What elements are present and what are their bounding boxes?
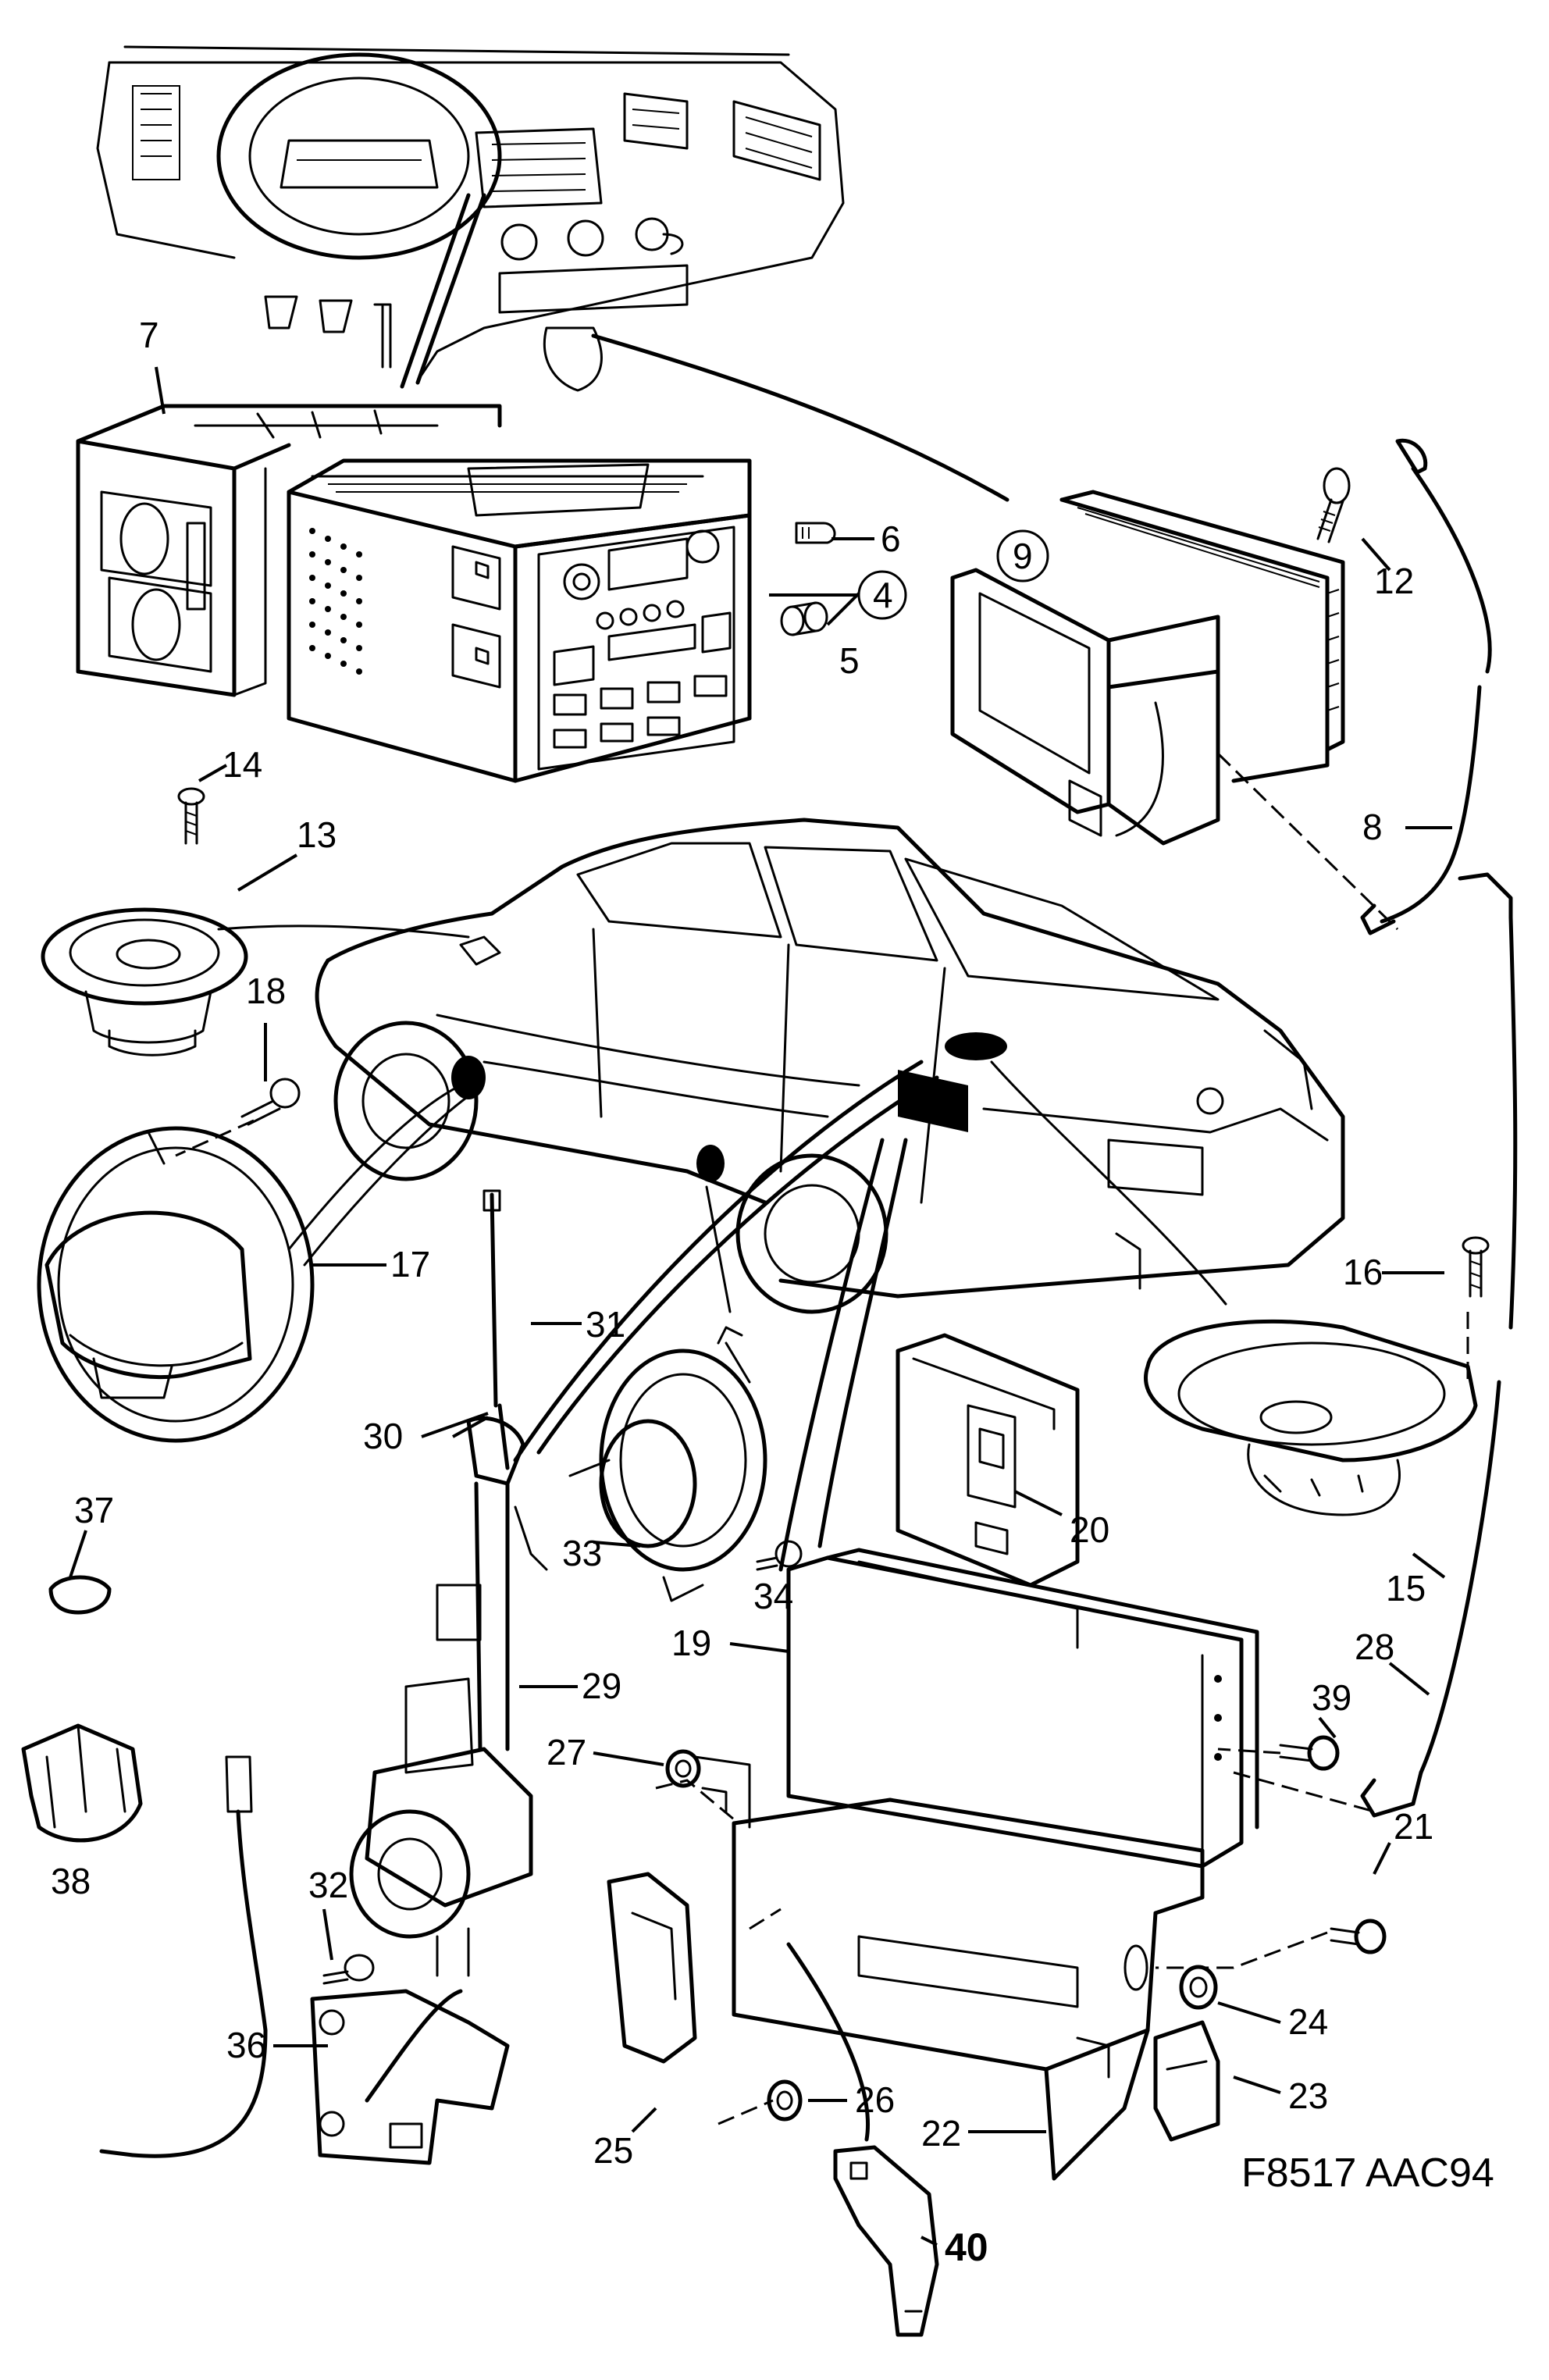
figure-reference: F8517 AAC94 xyxy=(1241,2150,1494,2196)
callout-19: 19 xyxy=(671,1623,711,1663)
callout-7: 7 xyxy=(139,315,159,355)
callout-33: 33 xyxy=(562,1533,602,1573)
rear-shelf-speaker-15 xyxy=(1144,1319,1478,1516)
rear-shelf-speaker-location xyxy=(945,1032,1007,1060)
screw-32 xyxy=(322,1954,375,1985)
callout-22: 22 xyxy=(921,2113,961,2154)
screw-12 xyxy=(1316,467,1351,543)
front-door-speaker-location xyxy=(451,1056,486,1099)
rear-door-speaker-location xyxy=(696,1145,725,1182)
callout-30: 30 xyxy=(363,1416,403,1456)
cable-28 xyxy=(1360,872,1518,1818)
screw-34 xyxy=(756,1540,803,1571)
bracket-40 xyxy=(833,2145,939,2337)
callout-38: 38 xyxy=(51,1861,91,1901)
callout-34: 34 xyxy=(753,1576,793,1616)
callout-24: 24 xyxy=(1288,2001,1328,2042)
callout-36: 36 xyxy=(226,2025,266,2065)
cd-changer-bracket xyxy=(693,1755,1205,2181)
door-speaker-17 xyxy=(37,1126,315,1443)
steering-wheel xyxy=(216,52,502,260)
callout-9: 9 xyxy=(1013,536,1033,576)
screw-18 xyxy=(240,1078,301,1126)
callout-16: 16 xyxy=(1343,1252,1383,1292)
callout-21: 21 xyxy=(1394,1806,1433,1847)
antenna-cable-36 xyxy=(99,1755,268,2158)
callout-29: 29 xyxy=(582,1666,621,1706)
nut-26 xyxy=(767,2079,803,2122)
antenna-bracket xyxy=(310,1989,510,2165)
power-antenna xyxy=(349,1189,548,1977)
speaker-grille-holes xyxy=(309,528,362,675)
callout-14: 14 xyxy=(223,744,262,785)
rear-door-speaker-33 xyxy=(568,1326,767,1602)
tweeter-speaker xyxy=(41,907,248,1056)
callout-37: 37 xyxy=(74,1490,114,1530)
cd-changer-cover xyxy=(896,1333,1080,1587)
clip-38 xyxy=(21,1723,143,1843)
amplifier-unit xyxy=(1059,490,1345,783)
callout-ring-4 xyxy=(857,570,907,620)
callout-ring-9 xyxy=(996,529,1049,583)
radio-unit xyxy=(287,458,752,783)
plug-37 xyxy=(48,1575,112,1615)
bracket-23 xyxy=(1153,2020,1220,2142)
car-illustration xyxy=(315,818,1345,1314)
callout-6: 6 xyxy=(881,518,901,559)
callout-20: 20 xyxy=(1070,1509,1109,1550)
callout-4: 4 xyxy=(873,575,893,615)
screw-39 xyxy=(1279,1735,1340,1771)
callout-5: 5 xyxy=(839,640,860,681)
cd-changer xyxy=(786,1548,1259,1869)
nut-27 xyxy=(665,1749,701,1788)
callout-40: 40 xyxy=(945,2225,988,2269)
callout-23: 23 xyxy=(1288,2075,1328,2116)
screw-16 xyxy=(1462,1236,1490,1298)
callout-13: 13 xyxy=(297,814,337,855)
connection-wires xyxy=(217,333,1227,2142)
cable-8 xyxy=(1360,438,1492,935)
bulb-part xyxy=(795,522,836,544)
bracket-25 xyxy=(607,1872,697,2064)
callout-28: 28 xyxy=(1355,1626,1394,1667)
cd-changer-location xyxy=(898,1070,968,1132)
knob-part xyxy=(780,601,828,636)
dashboard-illustration xyxy=(96,45,845,392)
callout-39: 39 xyxy=(1312,1677,1351,1718)
amplifier-bracket xyxy=(950,568,1220,846)
nut-24 xyxy=(1179,1965,1218,2010)
callout-17: 17 xyxy=(390,1244,430,1284)
callout-8: 8 xyxy=(1362,807,1383,847)
callout-15: 15 xyxy=(1386,1568,1426,1609)
callout-27: 27 xyxy=(547,1732,586,1773)
radio-mounting-frame xyxy=(76,404,502,697)
callout-12: 12 xyxy=(1374,561,1414,601)
callout-labels: 7 6 4 5 9 12 8 14 13 18 16 17 31 30 29 3… xyxy=(51,315,1433,2269)
screw-21 xyxy=(1330,1919,1387,1954)
screw-14 xyxy=(177,787,205,845)
callout-leaders xyxy=(69,366,1452,2246)
callout-32: 32 xyxy=(308,1865,348,1905)
callout-31: 31 xyxy=(586,1304,625,1345)
callout-26: 26 xyxy=(855,2079,895,2120)
callout-25: 25 xyxy=(593,2130,633,2171)
callout-18: 18 xyxy=(246,971,286,1011)
assembly-dash-lines xyxy=(175,752,1469,2125)
